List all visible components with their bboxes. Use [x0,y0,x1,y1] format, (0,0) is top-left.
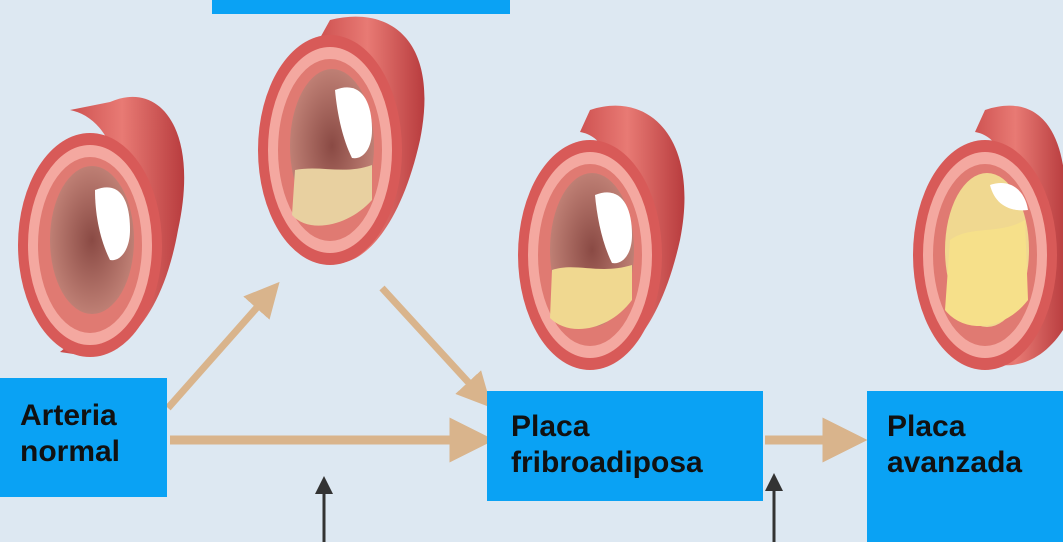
vessel-advanced [913,106,1063,370]
arrow-early-to-fibro [382,288,480,395]
label-placa-fibroadiposa: Placa fribroadiposa [487,391,763,501]
label-box-top [212,0,510,14]
vessel-fibroadipose [518,106,684,370]
vessel-normal [18,97,184,357]
label-fibro-text: Placa fribroadiposa [511,409,763,481]
label-normal-text: Arteria normal [20,398,167,470]
label-placa-avanzada: Placa avanzada [867,391,1063,542]
label-arteria-normal: Arteria normal [0,378,167,497]
label-avanzada-text: Placa avanzada [887,409,1063,481]
vessel-early-lesion [258,17,424,265]
arrow-normal-to-early [168,295,268,408]
